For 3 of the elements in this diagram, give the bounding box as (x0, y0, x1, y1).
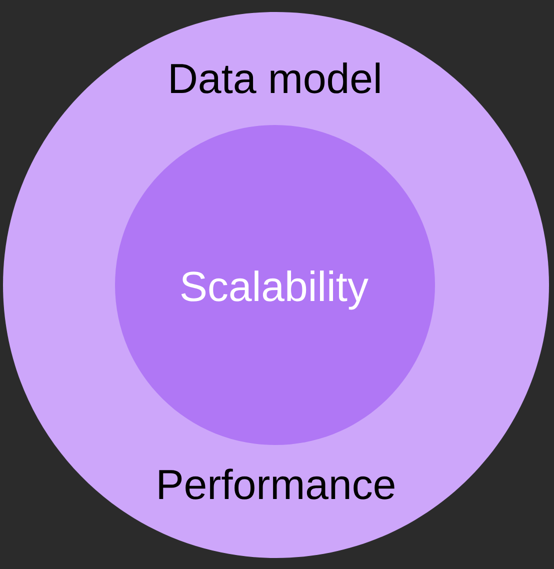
circle-label: Scalability (181, 270, 368, 310)
circle-label: Data model (171, 62, 380, 94)
circle-label: Performance (159, 468, 394, 500)
